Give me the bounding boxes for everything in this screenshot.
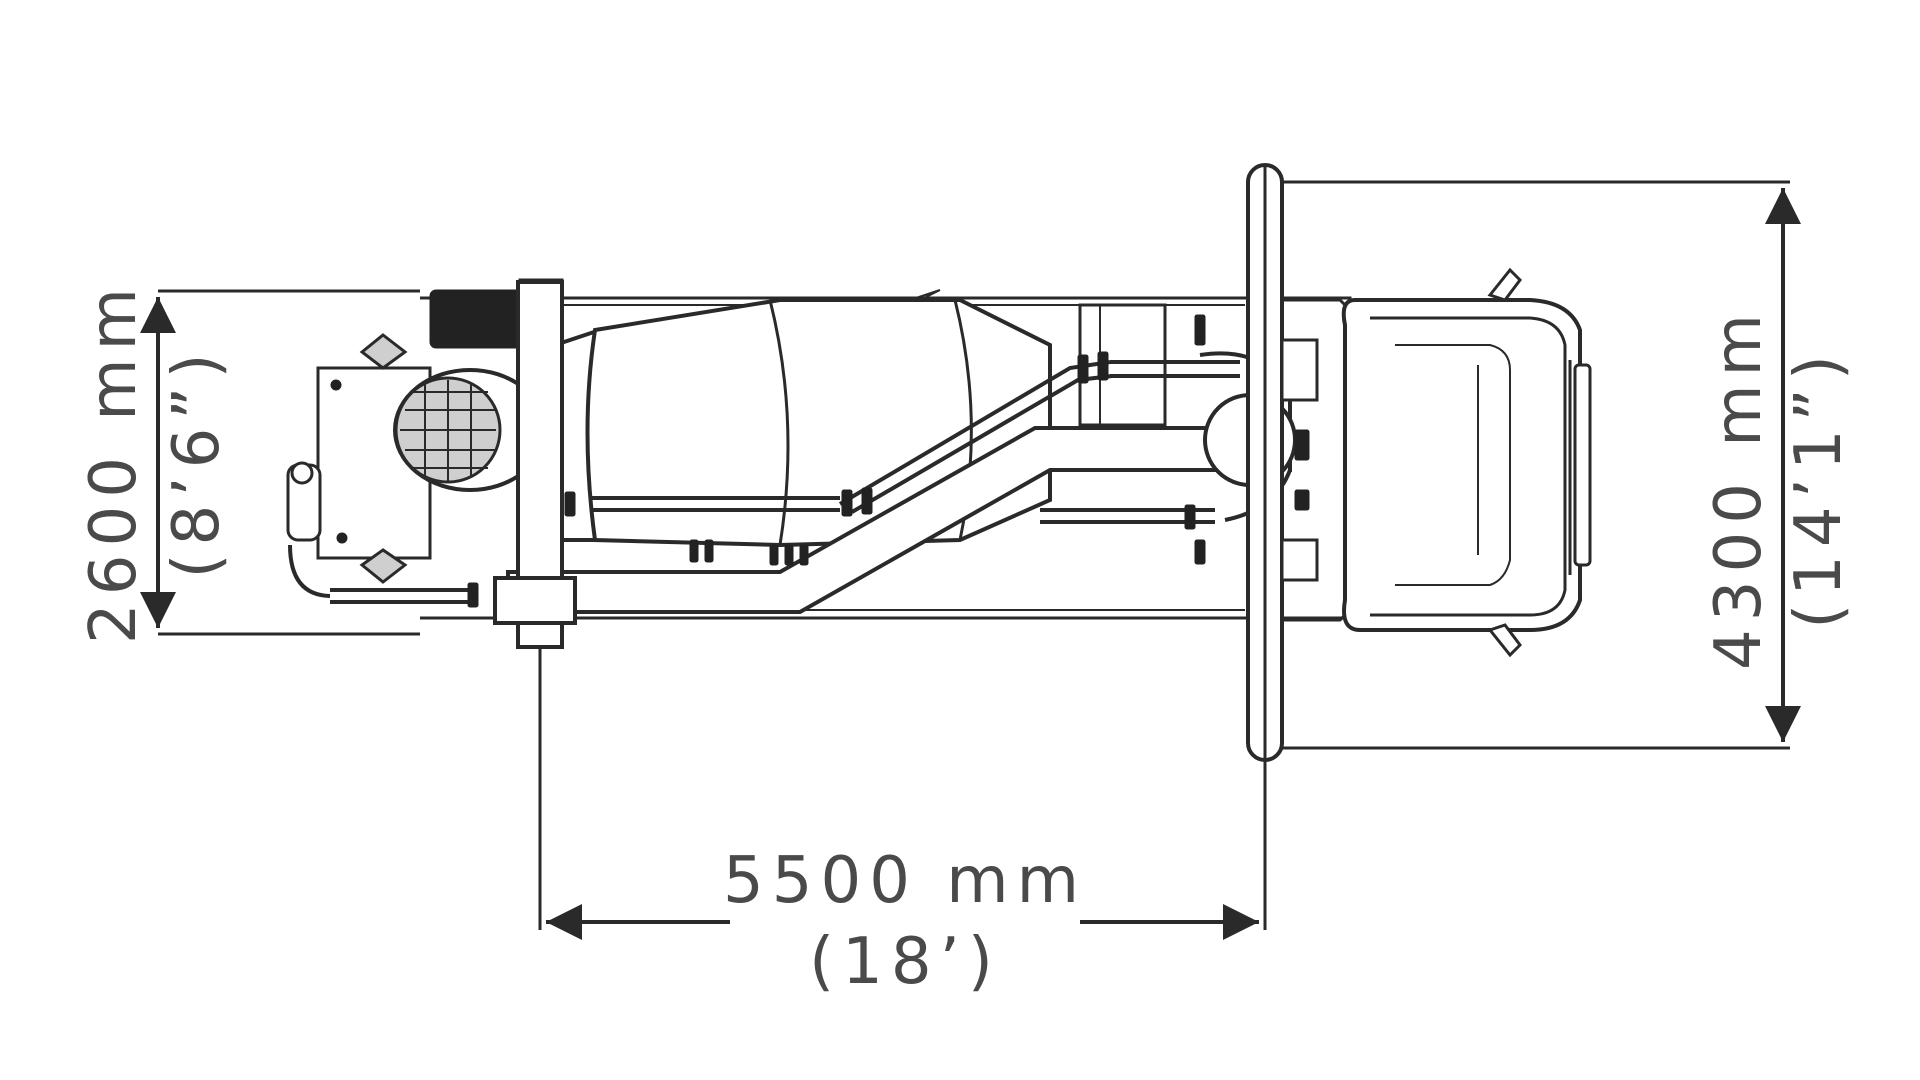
spacing-metric-label: 5500 mm [723,844,1087,918]
cab-inner-outline [1370,316,1567,617]
cab-bumper [1573,363,1592,567]
mirror-left [1487,267,1522,302]
front-block-low [1280,538,1319,582]
rear-outrigger-foot [493,576,577,625]
width-imperial-label: (8’6”) [160,346,234,579]
rear-pad-top [359,333,408,370]
drum-mark [909,289,941,301]
pipe-diagonal [838,360,1111,506]
hopper-grid-lines [400,380,496,482]
rear-pad-bottom [359,548,408,584]
cab [1341,298,1582,632]
rear-tank-cap [290,461,314,485]
rear-pipe-bend [288,544,331,598]
hydraulic-unit [429,289,523,349]
drum-seam-1 [768,299,790,546]
pump-box-bolt [330,379,342,391]
span-metric-label: 4300 mm [1702,306,1776,670]
span-imperial-label: (14’1”) [1782,347,1856,629]
width-metric-label: 2600 mm [77,280,151,644]
width-dimension: 2600 mm (8’6”) [77,280,420,644]
mirror-right [1487,623,1522,658]
pump-box-bolt [336,532,348,544]
front-block [1280,338,1319,402]
vehicle [286,163,1592,762]
outrigger-span-dimension: 4300 mm (14’1”) [1275,180,1856,750]
cab-roof-panel [1395,344,1511,586]
outrigger-spacing-dimension: 5500 mm (18’) [538,640,1267,999]
spacing-imperial-label: (18’) [809,925,1001,999]
